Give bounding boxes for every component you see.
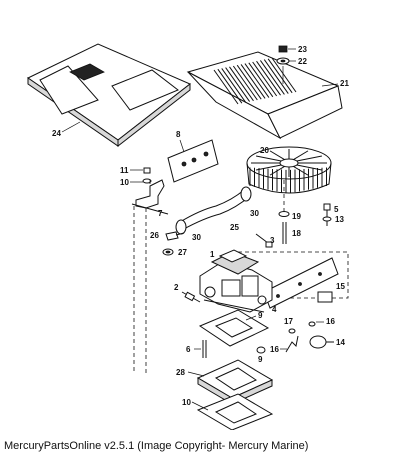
callout-20: 19 xyxy=(292,212,301,221)
callout-9: 9 xyxy=(258,355,263,364)
callout-7: 7 xyxy=(158,209,163,218)
callout-21: 20 xyxy=(260,146,269,155)
callout-16: 16 xyxy=(326,317,335,326)
part-24-nut xyxy=(278,45,288,53)
part-26-hose xyxy=(179,189,251,231)
housing-rib xyxy=(213,69,239,105)
part-28-grommet xyxy=(162,248,174,256)
callout-12: 11 xyxy=(120,166,129,175)
callout-17: 16 xyxy=(270,345,279,354)
housing-rib xyxy=(244,63,270,98)
housing-rib xyxy=(225,67,251,102)
callout-14: 14 xyxy=(336,338,345,347)
housing-rib xyxy=(229,66,254,102)
housing-rib xyxy=(221,68,247,103)
callout-18: 17 xyxy=(284,317,293,326)
part-19-stud xyxy=(282,222,287,244)
part-21-air-filter xyxy=(246,146,332,194)
part-30-clamp xyxy=(240,186,252,202)
callout-15: 15 xyxy=(336,282,345,291)
callout-25: 24 xyxy=(52,129,61,138)
part-8-plate xyxy=(167,139,219,183)
part-9-nut xyxy=(256,346,266,354)
part-12-nut xyxy=(143,167,151,174)
filter-rib xyxy=(269,150,285,160)
part-10-gasket-lower xyxy=(196,393,274,430)
callout-11: 10 xyxy=(120,178,129,187)
part-25-cover xyxy=(27,43,191,148)
housing-rib xyxy=(232,65,258,101)
housing-rib xyxy=(271,57,297,93)
callout-8: 8 xyxy=(176,130,181,139)
callout-29: 28 xyxy=(176,368,185,377)
copyright-caption: MercuryPartsOnline v2.5.1 (Image Copyrig… xyxy=(4,440,309,452)
part-10-gasket-upper xyxy=(198,309,270,347)
filter-rib xyxy=(255,155,282,162)
callout-28: 27 xyxy=(178,248,187,257)
callout-10: 9 xyxy=(258,311,263,320)
part-3-screw xyxy=(255,233,273,248)
filter-rib xyxy=(293,166,309,176)
callout-2: 2 xyxy=(174,283,179,292)
part-18-clip xyxy=(288,328,296,334)
callout-26: 25 xyxy=(230,223,239,232)
filter-rib xyxy=(296,155,323,162)
housing-rib xyxy=(252,61,278,97)
part-27-fitting xyxy=(165,231,185,241)
housing-rib xyxy=(248,62,274,98)
part-11-washer xyxy=(142,178,152,184)
part-5-bolt xyxy=(323,203,331,226)
callout-labels: 23 22 21 24 8 20 11 10 7 30 25 5 13 19 1… xyxy=(52,45,349,411)
housing-rib xyxy=(259,60,285,95)
callout-3: 3 xyxy=(270,236,275,245)
part-7-bracket xyxy=(131,179,169,215)
part-23-washer xyxy=(276,57,290,65)
part-30-clamp-lower xyxy=(175,219,187,235)
callout-6: 6 xyxy=(186,345,191,354)
filter-rib xyxy=(255,164,282,171)
callout-13: 13 xyxy=(335,215,344,224)
filter-rib xyxy=(293,150,309,160)
callout-30b: 30 xyxy=(192,233,201,242)
part-2-needle xyxy=(181,291,201,303)
housing-rib xyxy=(240,64,266,99)
part-20-washer xyxy=(278,211,290,217)
housing-rib xyxy=(236,64,262,100)
callout-4: 4 xyxy=(272,305,277,314)
callout-1: 1 xyxy=(210,250,215,259)
carburetor-parts-diagram: 23 22 21 24 8 20 11 10 7 30 25 5 13 19 1… xyxy=(27,43,349,430)
housing-rib xyxy=(256,60,281,96)
callout-27: 26 xyxy=(150,231,159,240)
part-22-housing xyxy=(186,51,343,140)
part-6-stud xyxy=(202,340,207,358)
housing-rib xyxy=(267,58,293,94)
part-1-carburetor xyxy=(199,249,273,313)
callout-19: 18 xyxy=(292,229,301,238)
callout-22: 21 xyxy=(340,79,349,88)
part-13-washer xyxy=(322,216,332,222)
callout-10b: 10 xyxy=(182,398,191,407)
housing-rib xyxy=(217,68,243,104)
callout-30: 30 xyxy=(250,209,259,218)
part-17-spring xyxy=(285,335,299,353)
part-14-switch xyxy=(309,335,334,349)
part-15-block xyxy=(317,291,333,303)
callout-5: 5 xyxy=(334,205,339,214)
part-16-ring xyxy=(308,321,316,327)
callout-24: 23 xyxy=(298,45,307,54)
callout-23: 22 xyxy=(298,57,307,66)
housing-rib xyxy=(263,59,289,94)
